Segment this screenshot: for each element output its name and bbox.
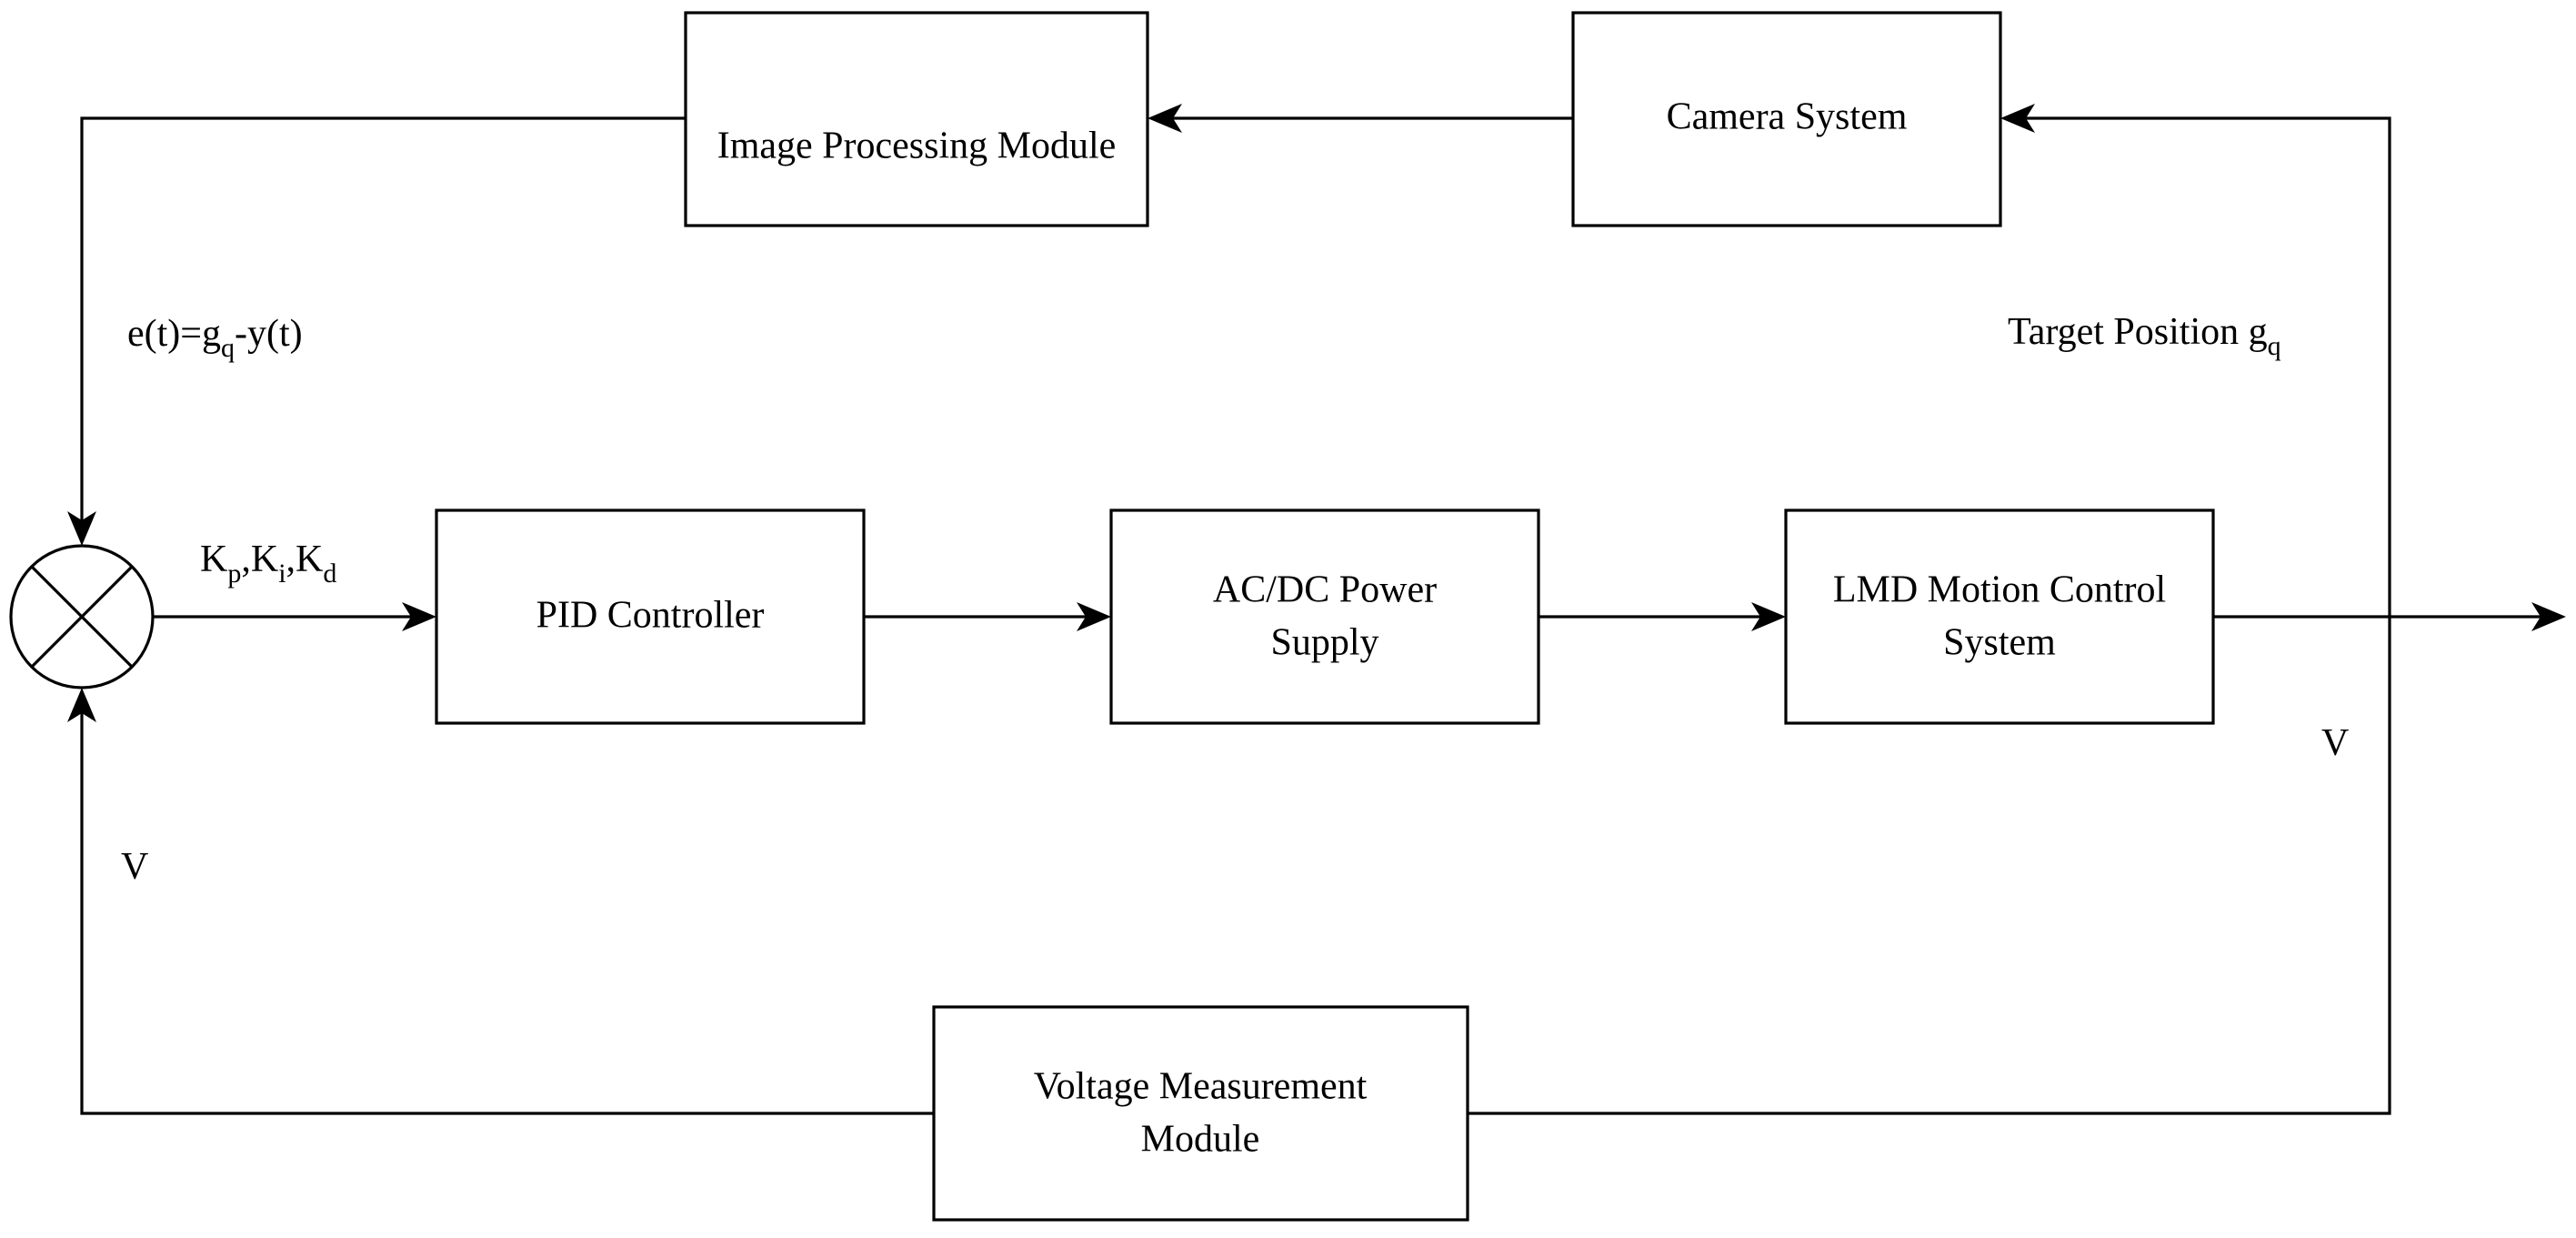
arrowhead-into-summing-top bbox=[67, 511, 96, 546]
voltage-feedback-label-left: V bbox=[121, 846, 148, 888]
arrowhead-into-camera bbox=[2000, 104, 2035, 133]
arrowhead-into-lmd bbox=[1751, 602, 1786, 631]
camera-system-label: Camera System bbox=[1667, 96, 1908, 138]
image-processing-module-block: Image Processing Module bbox=[684, 11, 1149, 227]
power-supply-label-line1: AC/DC Power bbox=[1213, 569, 1437, 611]
arrowhead-output bbox=[2531, 602, 2566, 631]
camera-system-block: Camera System bbox=[1571, 11, 2002, 227]
target-position-label: Target Position gq bbox=[2008, 311, 2281, 361]
lmd-motion-control-label-line2: System bbox=[1943, 622, 2056, 664]
summing-junction bbox=[9, 544, 155, 689]
arrowhead-into-pid bbox=[402, 602, 436, 631]
voltage-feedback-label-right: V bbox=[2321, 722, 2349, 764]
pid-controller-label: PID Controller bbox=[536, 595, 765, 637]
wire-output-to-camera bbox=[2020, 116, 2391, 617]
image-processing-module-label: Image Processing Module bbox=[717, 126, 1117, 167]
voltage-measurement-block: Voltage Measurement Module bbox=[932, 1005, 1469, 1222]
wire-output-to-voltage bbox=[1468, 617, 2391, 1115]
voltage-measurement-label-line1: Voltage Measurement bbox=[1034, 1066, 1368, 1108]
wire-image-processing-to-summing bbox=[80, 116, 686, 526]
lmd-motion-control-label-line1: LMD Motion Control bbox=[1833, 569, 2166, 611]
pid-controller-block: PID Controller bbox=[435, 508, 866, 725]
wire-voltage-to-summing bbox=[80, 708, 934, 1115]
arrowhead-into-power-supply bbox=[1077, 602, 1111, 631]
pid-gains-label: Kp,Ki,Kd bbox=[200, 538, 336, 589]
error-signal-label: e(t)=gq-y(t) bbox=[127, 313, 303, 363]
arrowhead-into-summing-bottom bbox=[67, 688, 96, 722]
power-supply-block: AC/DC Power Supply bbox=[1109, 508, 1540, 725]
arrowhead-into-image-processing bbox=[1148, 104, 1182, 133]
voltage-measurement-label-line2: Module bbox=[1141, 1119, 1260, 1161]
lmd-motion-control-block: LMD Motion Control System bbox=[1784, 508, 2215, 725]
power-supply-label-line2: Supply bbox=[1270, 622, 1378, 664]
